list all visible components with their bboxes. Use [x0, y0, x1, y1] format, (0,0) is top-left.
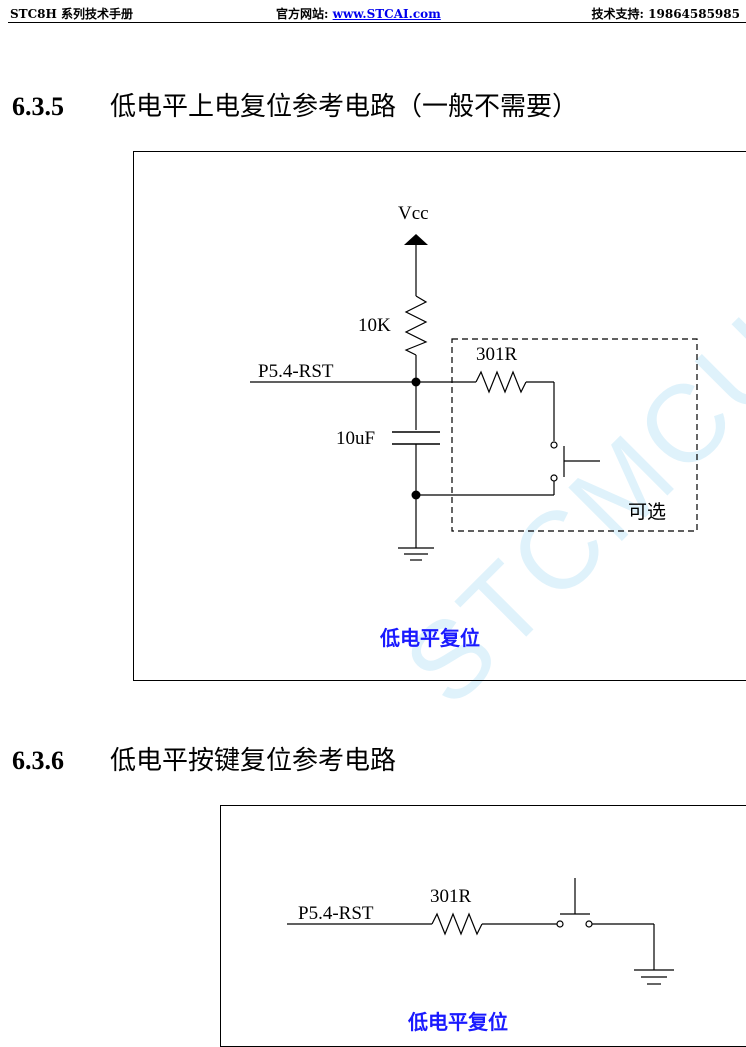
switch-contact-right: [585, 920, 593, 928]
optional-box: [451, 338, 698, 532]
junction-dot: [411, 377, 421, 387]
switch-contact-left: [556, 920, 564, 928]
page-header: STC8H 系列技术手册 官方网站: www.STCAI.com 技术支持: 1…: [0, 0, 746, 24]
website-link[interactable]: www.STCAI.com: [332, 7, 441, 21]
switch-contact-top: [550, 441, 558, 449]
label-vcc: Vcc: [398, 203, 429, 224]
label-10k: 10K: [358, 315, 391, 336]
section-number: 6.3.6: [12, 746, 64, 775]
label-301r: 301R: [476, 344, 518, 365]
vcc-arrow-icon: [404, 234, 428, 245]
header-website-label: 官方网站:: [276, 7, 333, 21]
resistor-301r: [431, 912, 483, 936]
resistor-10k: [404, 295, 428, 356]
header-title: STC8H 系列技术手册: [10, 7, 134, 21]
label-optional: 可选: [628, 501, 666, 523]
label-pin: P5.4-RST: [298, 903, 374, 924]
section-heading-636: 6.3.6 低电平按键复位参考电路: [12, 740, 396, 777]
circuit-frame-power-on-reset: [133, 151, 746, 681]
section-heading-635: 6.3.5 低电平上电复位参考电路（一般不需要）: [12, 86, 578, 123]
header-divider: [8, 22, 746, 23]
label-301r: 301R: [430, 886, 472, 907]
label-pin: P5.4-RST: [258, 361, 334, 382]
caption-635: 低电平复位: [380, 626, 480, 650]
section-number: 6.3.5: [12, 92, 64, 121]
caption-636: 低电平复位: [408, 1010, 508, 1034]
header-support: 技术支持: 19864585985: [591, 7, 740, 21]
resistor-301r: [475, 370, 527, 394]
section-title: 低电平按键复位参考电路: [110, 746, 397, 776]
header-website: 官方网站: www.STCAI.com: [276, 5, 441, 22]
junction-dot: [411, 490, 421, 500]
section-title: 低电平上电复位参考电路（一般不需要）: [110, 92, 579, 122]
label-10uf: 10uF: [336, 428, 375, 449]
